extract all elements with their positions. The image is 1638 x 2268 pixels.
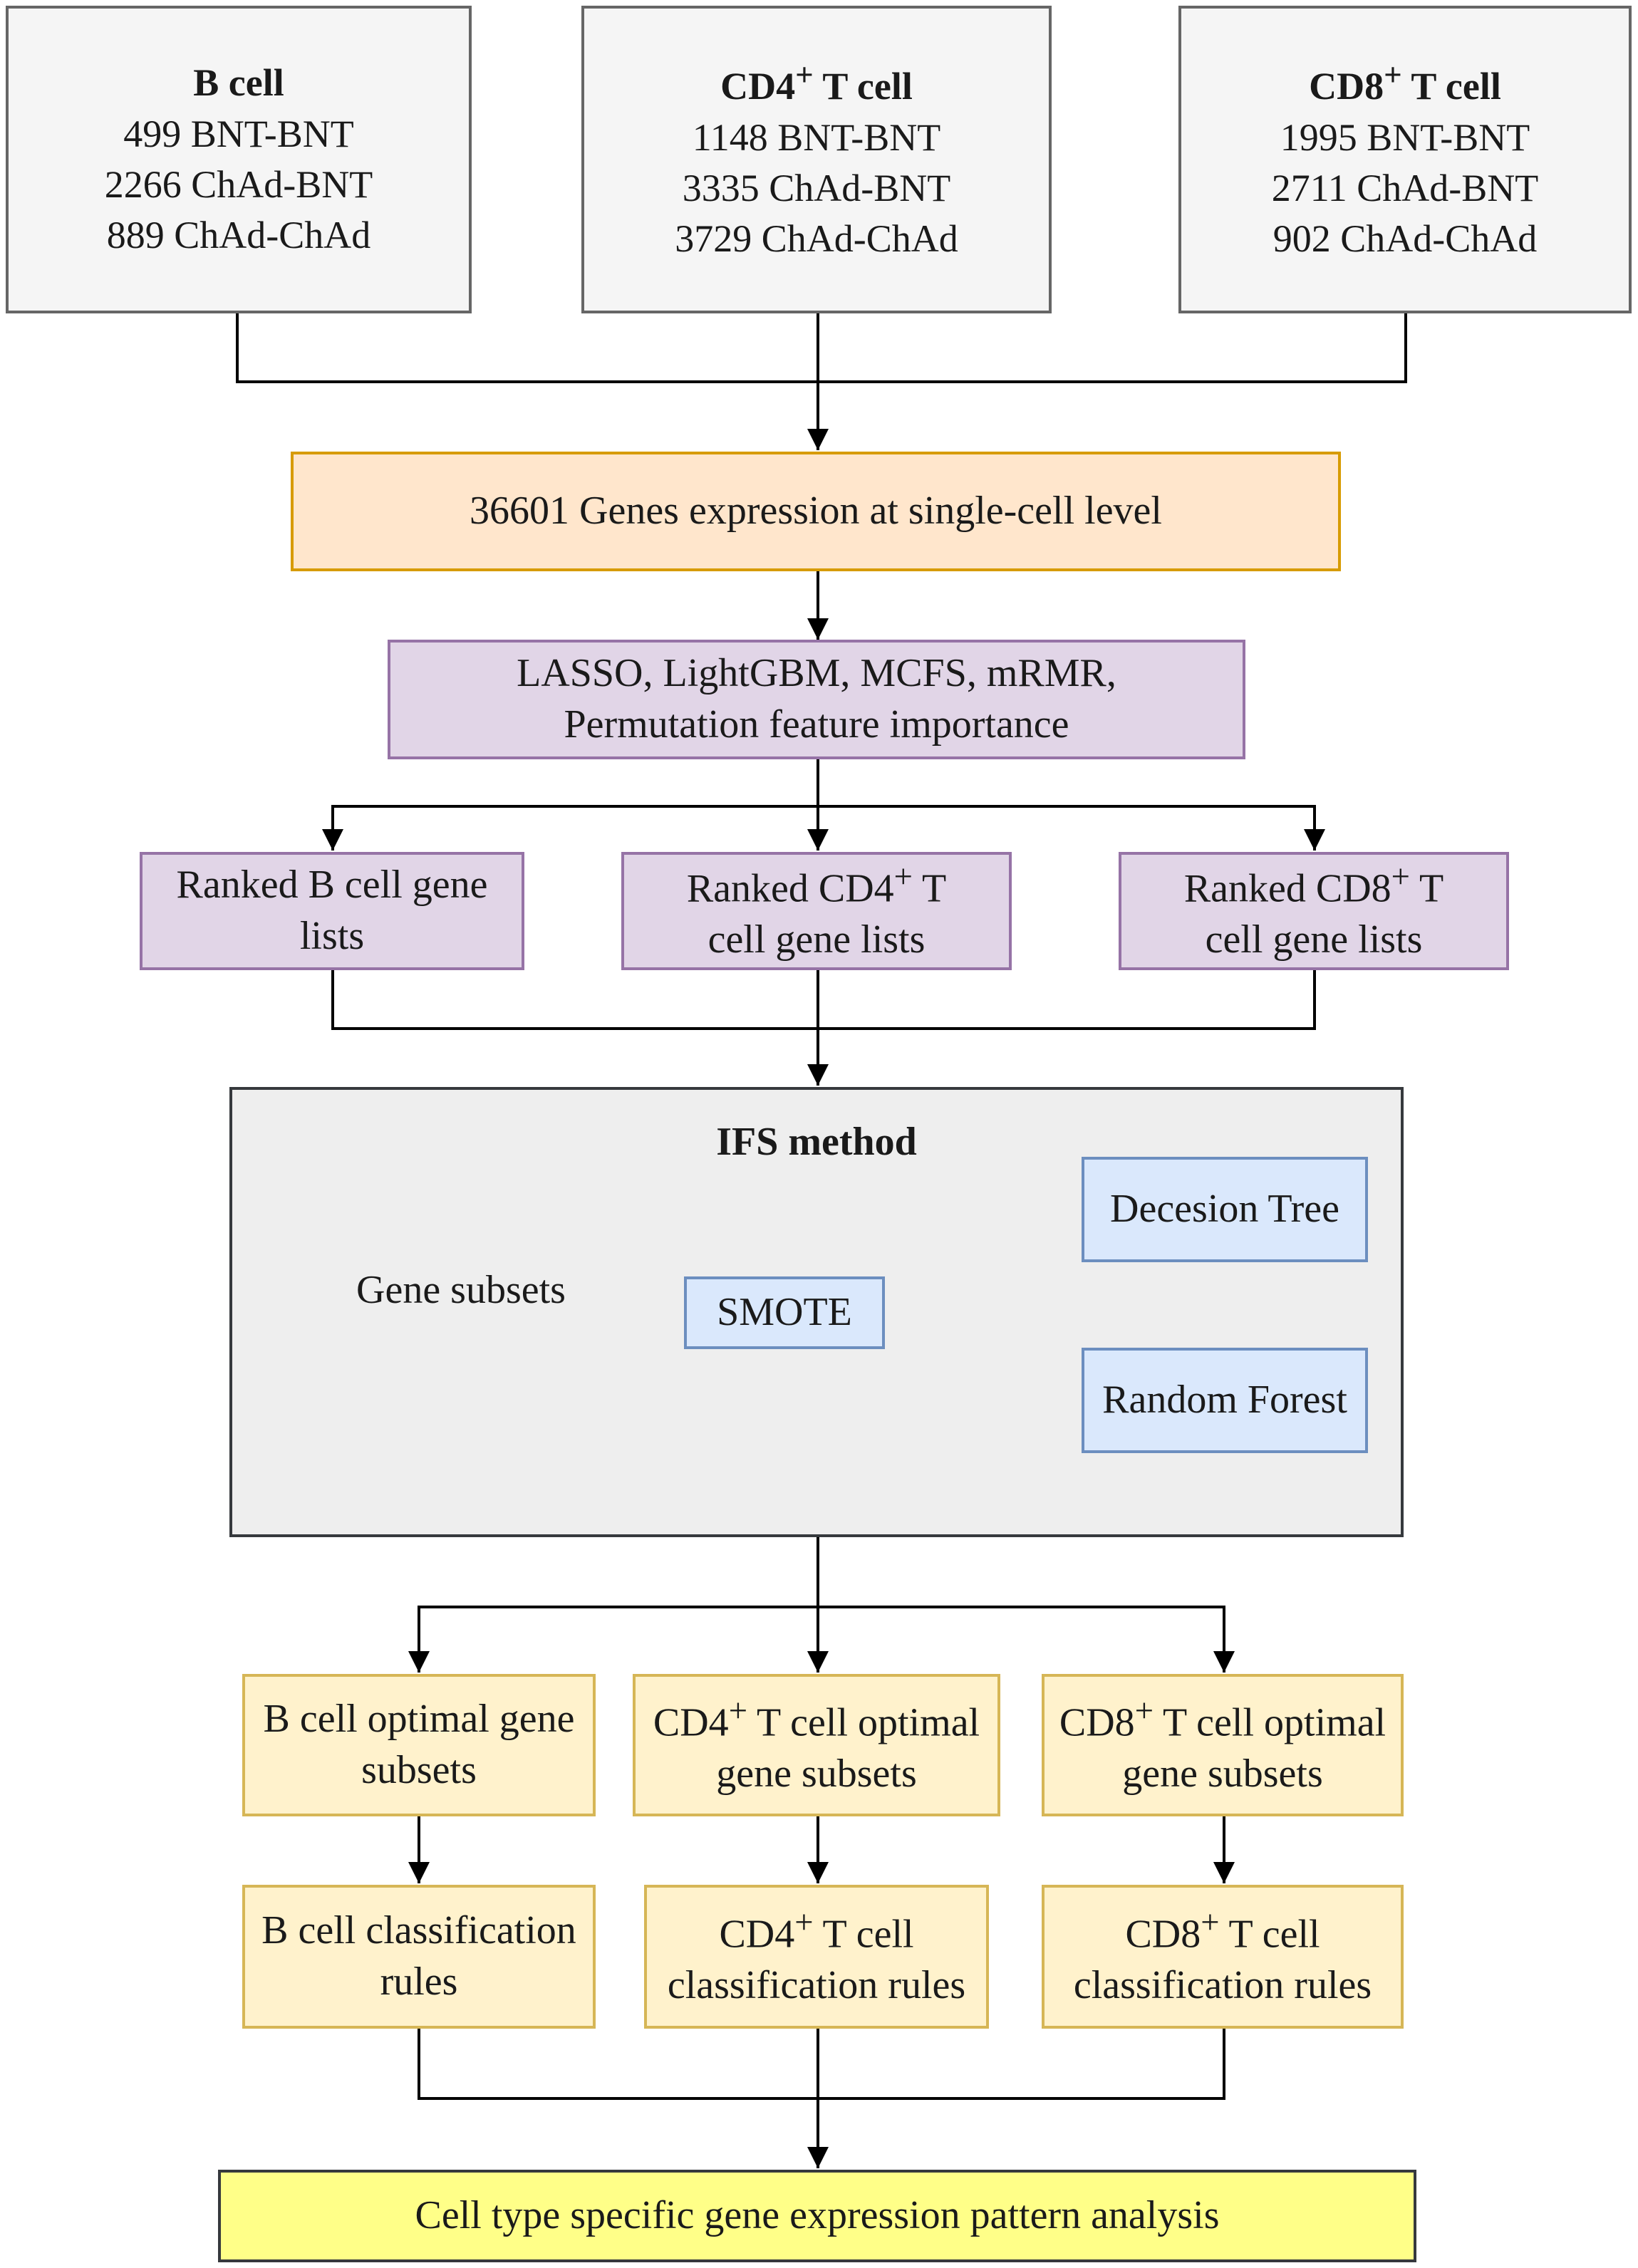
optimal-b-line-2: subsets bbox=[361, 1748, 477, 1792]
arrow-to-optimal-cd8 bbox=[818, 1606, 1235, 1673]
cd8-cell-count-chad-bnt: 2711 ChAd-BNT bbox=[1271, 167, 1539, 209]
optimal-cd8-line-1: CD8+ T cell optimal bbox=[1059, 1692, 1386, 1745]
cd4-cell-count-bnt-bnt: 1148 BNT-BNT bbox=[692, 115, 941, 159]
ranked-cd8-line-1: Ranked CD8+ T bbox=[1183, 858, 1444, 911]
ranked-b-line-1: Ranked B cell gene bbox=[176, 863, 488, 907]
optimal-cd4-box: CD4+ T cell optimal gene subsets bbox=[633, 1674, 1000, 1816]
genes-expression-box: 36601 Genes expression at single-cell le… bbox=[291, 452, 1341, 571]
rules-cd4-box: CD4+ T cell classification rules bbox=[644, 1885, 989, 2029]
rules-b-box: B cell classification rules bbox=[242, 1885, 596, 2029]
optimal-b-box: B cell optimal gene subsets bbox=[242, 1674, 596, 1816]
feature-selection-methods-box: LASSO, LightGBM, MCFS, mRMR, Permutation… bbox=[388, 640, 1245, 759]
optimal-cd4-line-2: gene subsets bbox=[716, 1752, 917, 1796]
methods-line-1: LASSO, LightGBM, MCFS, mRMR, bbox=[517, 651, 1116, 696]
cd8-cell-counts-box: CD8+ T cell 1995 BNT-BNT 2711 ChAd-BNT 9… bbox=[1178, 6, 1632, 313]
decision-tree-box: Decesion Tree bbox=[1082, 1157, 1368, 1262]
ranked-b-cell-box: Ranked B cell gene lists bbox=[140, 852, 524, 970]
ranked-cd8-box: Ranked CD8+ T cell gene lists bbox=[1119, 852, 1509, 970]
ranked-b-line-2: lists bbox=[299, 914, 365, 958]
connector-cd8 bbox=[818, 313, 1407, 383]
gene-subsets-label-box: Gene subsets bbox=[319, 1241, 603, 1341]
optimal-cd4-line-1: CD4+ T cell optimal bbox=[653, 1692, 980, 1745]
cd8-cell-count-chad-chad: 902 ChAd-ChAd bbox=[1272, 217, 1538, 261]
arrow-to-ranked-b bbox=[322, 805, 818, 850]
connector-b-cell bbox=[236, 313, 818, 383]
optimal-b-line-1: B cell optimal gene bbox=[263, 1697, 575, 1742]
gene-subsets-label: Gene subsets bbox=[356, 1268, 566, 1313]
ranked-cd4-line-2: cell gene lists bbox=[707, 917, 926, 962]
random-forest-label: Random Forest bbox=[1102, 1378, 1347, 1422]
cd4-cell-count-chad-chad: 3729 ChAd-ChAd bbox=[675, 217, 958, 261]
b-cell-count-bnt-bnt: 499 BNT-BNT bbox=[123, 112, 354, 155]
cd4-cell-title: CD4+ T cell bbox=[720, 57, 913, 108]
rules-cd4-line-1: CD4+ T cell bbox=[719, 1904, 914, 1957]
random-forest-box: Random Forest bbox=[1082, 1348, 1368, 1453]
cd8-cell-count-bnt-bnt: 1995 BNT-BNT bbox=[1280, 115, 1530, 159]
rules-cd8-line-1: CD8+ T cell bbox=[1125, 1904, 1320, 1957]
connector-rules-cd8 bbox=[818, 2029, 1225, 2100]
ranked-cd4-box: Ranked CD4+ T cell gene lists bbox=[621, 852, 1012, 970]
optimal-cd8-box: CD8+ T cell optimal gene subsets bbox=[1042, 1674, 1404, 1816]
cd8-cell-title: CD8+ T cell bbox=[1309, 57, 1501, 108]
rules-cd8-box: CD8+ T cell classification rules bbox=[1042, 1885, 1404, 2029]
decision-tree-label: Decesion Tree bbox=[1110, 1187, 1339, 1232]
rules-cd8-line-2: classification rules bbox=[1073, 1963, 1372, 2008]
genes-expression-label: 36601 Genes expression at single-cell le… bbox=[470, 489, 1162, 534]
b-cell-title: B cell bbox=[193, 61, 284, 105]
arrow-to-optimal-b bbox=[408, 1606, 818, 1673]
final-analysis-box: Cell type specific gene expression patte… bbox=[218, 2170, 1416, 2262]
rules-b-line-2: rules bbox=[380, 1960, 458, 2004]
b-cell-counts-box: B cell 499 BNT-BNT 2266 ChAd-BNT 889 ChA… bbox=[6, 6, 472, 313]
rules-cd4-line-2: classification rules bbox=[667, 1963, 966, 2008]
smote-label: SMOTE bbox=[717, 1290, 852, 1335]
final-analysis-label: Cell type specific gene expression patte… bbox=[415, 2193, 1220, 2238]
arrow-to-ranked-cd8 bbox=[818, 805, 1325, 850]
rules-b-line-1: B cell classification bbox=[261, 1908, 576, 1953]
b-cell-count-chad-bnt: 2266 ChAd-BNT bbox=[104, 163, 373, 206]
ranked-cd4-line-1: Ranked CD4+ T bbox=[686, 858, 947, 911]
smote-box: SMOTE bbox=[684, 1276, 885, 1349]
b-cell-count-chad-chad: 889 ChAd-ChAd bbox=[106, 214, 371, 257]
methods-line-2: Permutation feature importance bbox=[564, 702, 1069, 747]
cd4-cell-counts-box: CD4+ T cell 1148 BNT-BNT 3335 ChAd-BNT 3… bbox=[581, 6, 1052, 313]
ranked-cd8-line-2: cell gene lists bbox=[1205, 917, 1423, 962]
connector-ranked-cd8 bbox=[818, 970, 1316, 1030]
ifs-method-title: IFS method bbox=[716, 1120, 917, 1164]
connector-ranked-b bbox=[331, 970, 818, 1030]
connector-rules-b bbox=[418, 2029, 818, 2100]
optimal-cd8-line-2: gene subsets bbox=[1122, 1752, 1323, 1796]
cd4-cell-count-chad-bnt: 3335 ChAd-BNT bbox=[682, 167, 951, 209]
